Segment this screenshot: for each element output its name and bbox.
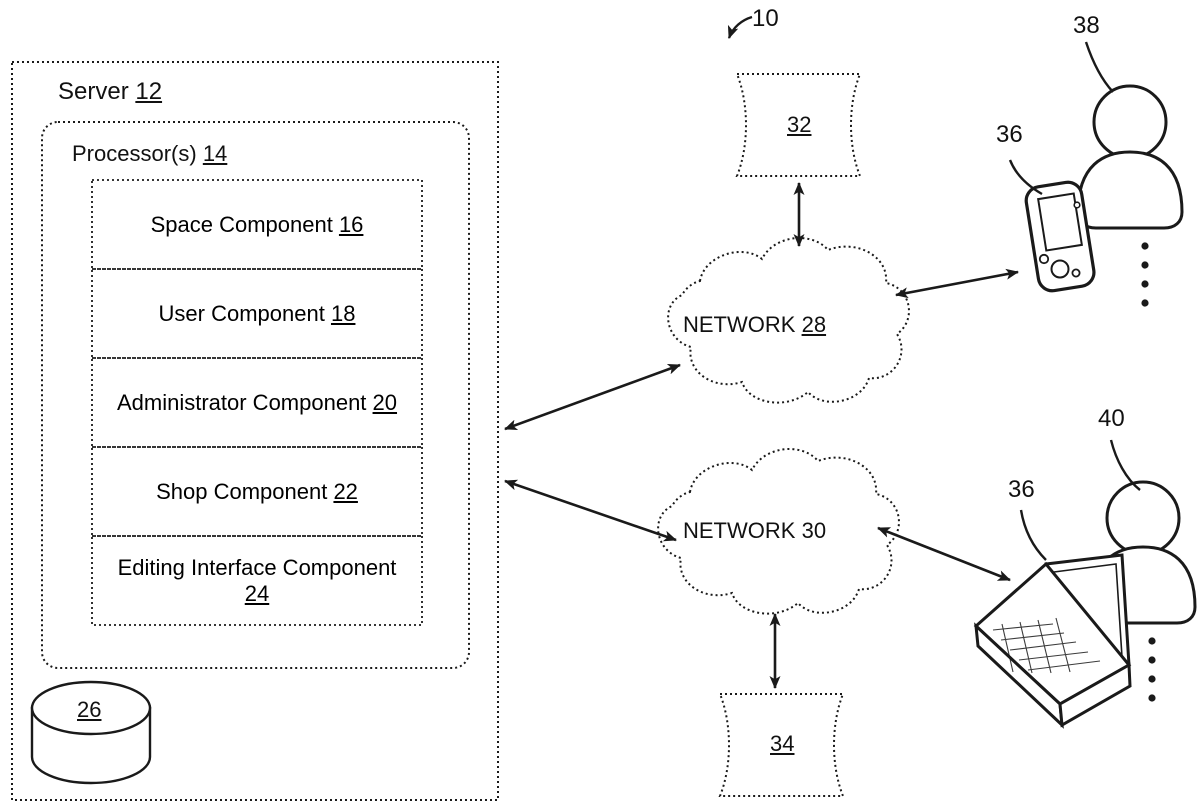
server-title-text: Server — [58, 78, 129, 105]
connector-server-network30 — [504, 479, 677, 542]
laptop-icon-36 — [973, 553, 1132, 729]
network-cloud-28 — [667, 237, 910, 404]
component-label-administrator: Administrator Component 20 — [92, 358, 422, 447]
reference-number-36-mobile: 36 — [996, 121, 1023, 148]
component-label-user: User Component 18 — [92, 269, 422, 358]
network-label-28-text: NETWORK — [683, 312, 796, 337]
server-title: Server 12 — [58, 78, 162, 106]
figure-reference-10: 10 — [752, 5, 779, 32]
datastore-number-26: 26 — [77, 697, 102, 722]
external-store-shape-32 — [735, 73, 862, 177]
component-label-user-number: 18 — [330, 300, 356, 326]
component-label-editing-interface: Editing Interface Component 24 — [92, 536, 422, 625]
component-label-space-number: 16 — [338, 211, 364, 237]
external-store-shape-34 — [718, 693, 845, 797]
component-label-space-text: Space Component — [150, 211, 333, 237]
processor-title: Processor(s) 14 — [72, 141, 227, 167]
processor-boundary — [41, 121, 470, 669]
connector-network30-laptop — [877, 526, 1011, 582]
ellipsis-dots-mobile — [1141, 242, 1149, 307]
component-label-user-text: User Component — [158, 300, 325, 326]
network-label-28: NETWORK 28 — [683, 312, 826, 338]
network-label-28-number: 28 — [801, 312, 827, 337]
server-boundary — [11, 61, 499, 801]
component-box-user — [91, 268, 423, 359]
component-box-space — [91, 179, 423, 270]
leader-line-36-mobile — [1008, 159, 1043, 196]
reference-number-38: 38 — [1073, 12, 1100, 39]
component-label-shop-text: Shop Component — [156, 478, 328, 504]
component-box-editing-interface — [91, 535, 423, 626]
leader-line-36-laptop — [1019, 509, 1047, 561]
processor-title-text: Processor(s) — [72, 141, 197, 166]
component-label-space: Space Component 16 — [92, 180, 422, 269]
component-label-editing-interface-number: 24 — [244, 580, 270, 606]
network-label-30-number: 30 — [801, 518, 827, 543]
component-box-shop — [91, 446, 423, 537]
network-cloud-30 — [657, 448, 900, 615]
mobile-device-icon-36 — [1024, 180, 1096, 293]
component-label-editing-interface-text: Editing Interface Component — [117, 554, 397, 580]
network-label-30-text: NETWORK — [683, 518, 796, 543]
reference-number-40: 40 — [1098, 405, 1125, 432]
component-box-administrator — [91, 357, 423, 448]
connector-server-network28 — [504, 363, 681, 431]
leader-line-40 — [1109, 439, 1141, 491]
ellipsis-dots-laptop — [1148, 637, 1156, 702]
component-label-administrator-number: 20 — [372, 389, 398, 415]
user-person-icon-38 — [1076, 84, 1184, 230]
network-label-30: NETWORK 30 — [683, 518, 826, 544]
connector-network28-mobile-device — [895, 268, 1019, 299]
datastore-cylinder-icon — [30, 680, 152, 785]
component-label-administrator-text: Administrator Component — [116, 389, 367, 415]
component-label-shop-number: 22 — [333, 478, 358, 504]
processor-title-number: 14 — [202, 141, 228, 166]
server-title-number: 12 — [135, 78, 163, 105]
leader-line-38 — [1084, 41, 1114, 93]
leader-line-figure-10 — [727, 15, 753, 39]
component-label-shop: Shop Component 22 — [92, 447, 422, 536]
external-store-number-32: 32 — [787, 112, 812, 137]
reference-number-36-laptop: 36 — [1008, 476, 1035, 503]
external-store-number-34: 34 — [770, 731, 795, 756]
